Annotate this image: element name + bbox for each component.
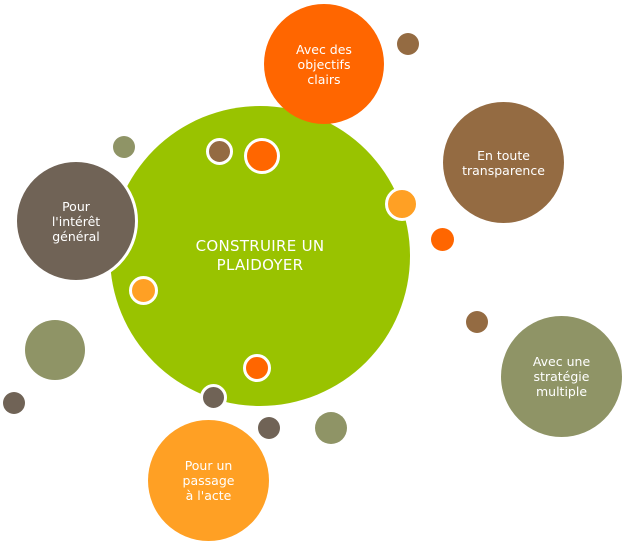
node-passage-acte: Pour un passage à l'acte <box>148 420 269 541</box>
dot-olive-left-top <box>113 136 135 158</box>
dot-orange-top <box>244 138 280 174</box>
dot-light-orange-left <box>129 276 158 305</box>
dot-brown-top-right <box>397 33 419 55</box>
dot-brown-top <box>206 138 233 165</box>
node-transparence: En toute transparence <box>443 102 564 223</box>
node-interet-general: Pour l'intérêt général <box>14 159 138 283</box>
dot-taupe-bottom-center <box>258 417 280 439</box>
node-strategie-multiple-label: Avec une stratégie multiple <box>532 354 591 399</box>
dot-taupe-bottom <box>200 384 227 411</box>
dot-orange-bottom <box>243 354 271 382</box>
dot-brown-right <box>466 311 488 333</box>
dot-olive-bottom <box>315 412 347 444</box>
node-transparence-label: En toute transparence <box>462 147 545 178</box>
node-passage-acte-label: Pour un passage à l'acte <box>182 458 235 503</box>
center-label: CONSTRUIRE UN PLAIDOYER <box>195 237 325 274</box>
dot-taupe-far-left <box>3 392 25 414</box>
dot-olive-left-large <box>25 320 85 380</box>
node-objectifs-clairs: Avec des objectifs clairs <box>264 4 384 124</box>
dot-orange-right <box>431 228 454 251</box>
node-objectifs-clairs-label: Avec des objectifs clairs <box>296 41 352 87</box>
dot-light-orange-right <box>385 187 419 221</box>
node-strategie-multiple: Avec une stratégie multiple <box>501 316 622 437</box>
node-interet-general-label: Pour l'intérêt général <box>51 198 101 244</box>
